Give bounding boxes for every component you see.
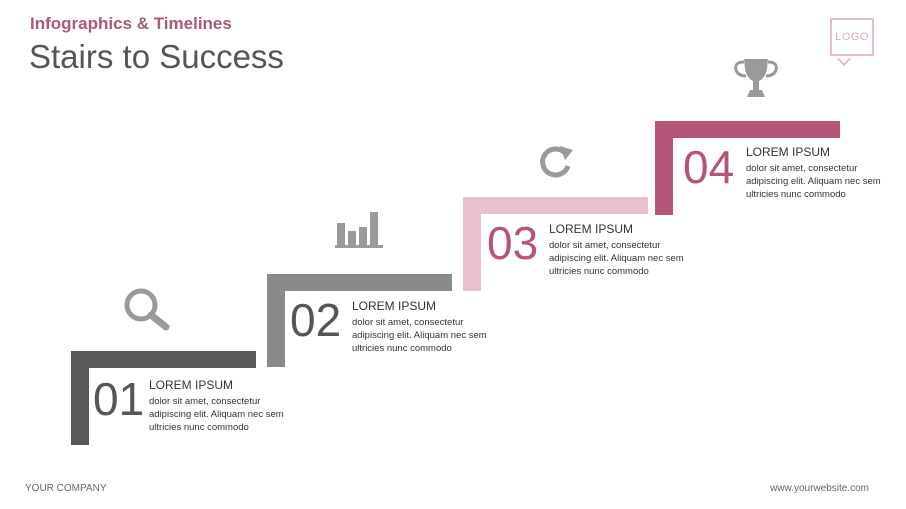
footer-website[interactable]: www.yourwebsite.com	[770, 483, 869, 494]
stair-3-tread	[463, 197, 648, 214]
stair-3-riser	[463, 197, 481, 291]
step-1-body: dolor sit amet, consectetur adipiscing e…	[149, 396, 284, 433]
step-3-number: 03	[487, 217, 539, 269]
step-4-heading: LOREM IPSUM	[746, 145, 831, 159]
step-2-body: dolor sit amet, consectetur adipiscing e…	[352, 317, 487, 354]
stair-4-tread	[655, 121, 840, 138]
trophy-icon	[730, 55, 782, 101]
slide-title: Stairs to Success	[29, 38, 284, 75]
step-3-body: dolor sit amet, consectetur adipiscing e…	[549, 240, 684, 277]
step-3-heading: LOREM IPSUM	[549, 222, 634, 236]
step-1-number: 01	[93, 373, 145, 425]
stair-1-tread	[71, 351, 256, 368]
stair-1-riser	[71, 351, 89, 445]
search-icon	[121, 286, 173, 332]
refresh-icon	[533, 142, 577, 182]
step-1-heading: LOREM IPSUM	[149, 378, 234, 392]
slide-kicker: Infographics & Timelines	[30, 14, 232, 33]
stair-4-riser	[655, 121, 673, 215]
footer-company: YOUR COMPANY	[25, 483, 107, 494]
step-4-body: dolor sit amet, consectetur adipiscing e…	[746, 163, 881, 200]
bar-chart-icon	[334, 209, 386, 249]
step-2-heading: LOREM IPSUM	[352, 299, 437, 313]
step-4-number: 04	[683, 141, 735, 193]
logo-text: LOGO	[835, 31, 869, 43]
logo-placeholder: LOGO	[830, 18, 874, 56]
stair-2-riser	[267, 274, 285, 367]
stair-2-tread	[267, 274, 452, 291]
step-2-number: 02	[290, 294, 342, 346]
